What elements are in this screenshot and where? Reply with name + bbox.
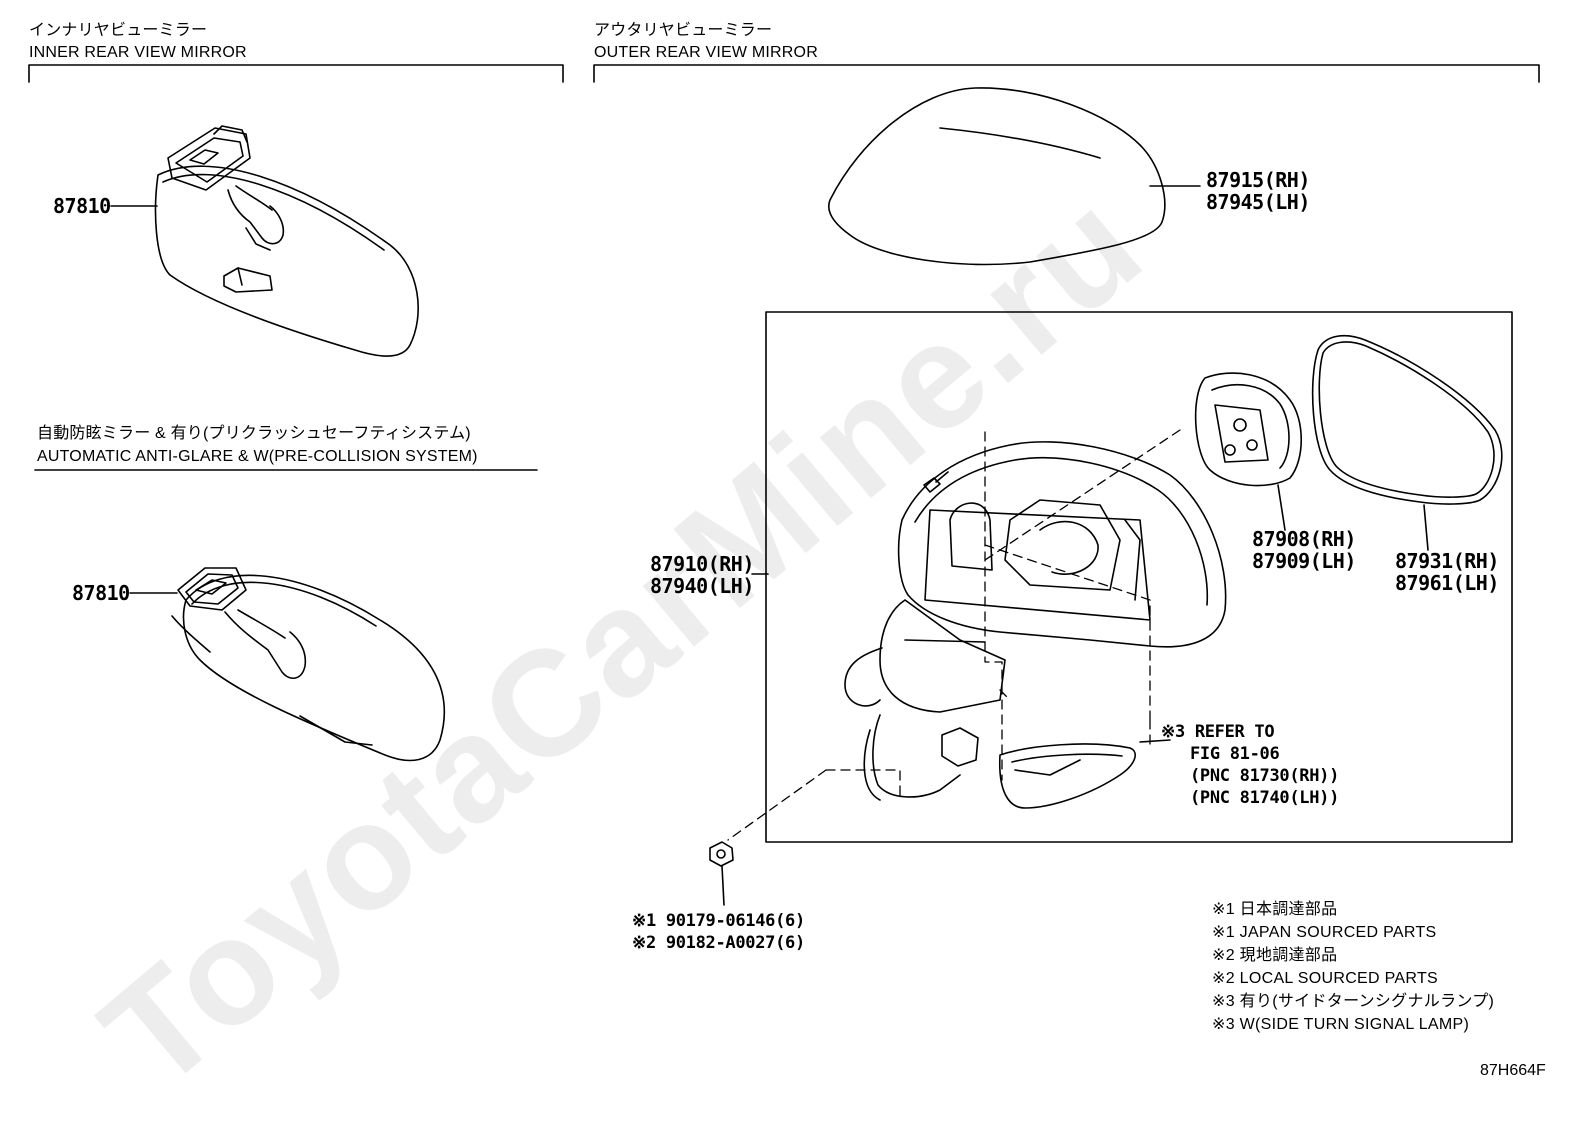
part-number-inner-mirror-auto: 87810: [72, 581, 130, 605]
outer-header-en: OUTER REAR VIEW MIRROR: [594, 44, 818, 61]
refer-note-3: (PNC 81730(RH)): [1190, 766, 1340, 786]
part-number-actuator-lh: 87909(LH): [1252, 549, 1356, 573]
inner-header-en: INNER REAR VIEW MIRROR: [29, 44, 247, 61]
part-number-nut-1: ※1 90179-06146(6): [632, 911, 805, 931]
figure-code: 87H664F: [1480, 1062, 1546, 1079]
nut: [709, 841, 734, 906]
note-2-en: ※2 LOCAL SOURCED PARTS: [1212, 970, 1438, 987]
refer-note-2: FIG 81-06: [1190, 744, 1280, 764]
inner-sub-header-en: AUTOMATIC ANTI-GLARE & W(PRE-COLLISION S…: [37, 448, 478, 465]
inner-sub-header-jp: 自動防眩ミラー & 有り(プリクラッシュセーフティシステム): [37, 425, 471, 442]
part-number-inner-mirror: 87810: [53, 194, 111, 218]
part-number-nut-2: ※2 90182-A0027(6): [632, 933, 805, 953]
outer-mirror-glass: [1311, 334, 1503, 551]
assembly-guide-lines: [727, 429, 1181, 841]
inner-mirror-standard: [110, 125, 419, 357]
outer-mirror-body: [844, 441, 1227, 801]
part-number-glass-lh: 87961(LH): [1395, 571, 1499, 595]
outer-section-bracket: [593, 64, 1540, 83]
refer-note-4: (PNC 81740(LH)): [1190, 788, 1340, 808]
screw: [923, 471, 949, 493]
part-number-assembly-lh: 87940(LH): [650, 574, 754, 598]
part-number-cover-lh: 87945(LH): [1206, 190, 1310, 214]
note-3-en: ※3 W(SIDE TURN SIGNAL LAMP): [1212, 1016, 1470, 1033]
inner-header-jp: インナリヤビューミラー: [29, 22, 208, 39]
note-3-jp: ※3 有り(サイドターンシグナルランプ): [1212, 993, 1495, 1010]
side-turn-signal-lamp: [998, 739, 1171, 809]
parts-diagram: ToyotaCarMine.ru: [28, 22, 1546, 1120]
inner-section-bracket: [28, 64, 564, 83]
diagram-drawing: [28, 64, 1540, 906]
refer-note-1: ※3 REFER TO: [1161, 722, 1275, 742]
outer-mirror-actuator: [1194, 372, 1303, 531]
part-number-glass-rh: 87931(RH): [1395, 549, 1499, 573]
part-number-actuator-rh: 87908(RH): [1252, 527, 1356, 551]
inner-mirror-auto-antiglare: [129, 567, 445, 762]
note-2-jp: ※2 現地調達部品: [1212, 947, 1338, 964]
part-number-assembly-rh: 87910(RH): [650, 552, 754, 576]
note-1-en: ※1 JAPAN SOURCED PARTS: [1212, 924, 1437, 941]
assembly-frame: [765, 311, 1513, 843]
note-1-jp: ※1 日本調達部品: [1212, 901, 1338, 918]
outer-mirror-cover: [828, 87, 1201, 266]
part-number-cover-rh: 87915(RH): [1206, 168, 1310, 192]
outer-header-jp: アウタリヤビューミラー: [594, 22, 773, 39]
